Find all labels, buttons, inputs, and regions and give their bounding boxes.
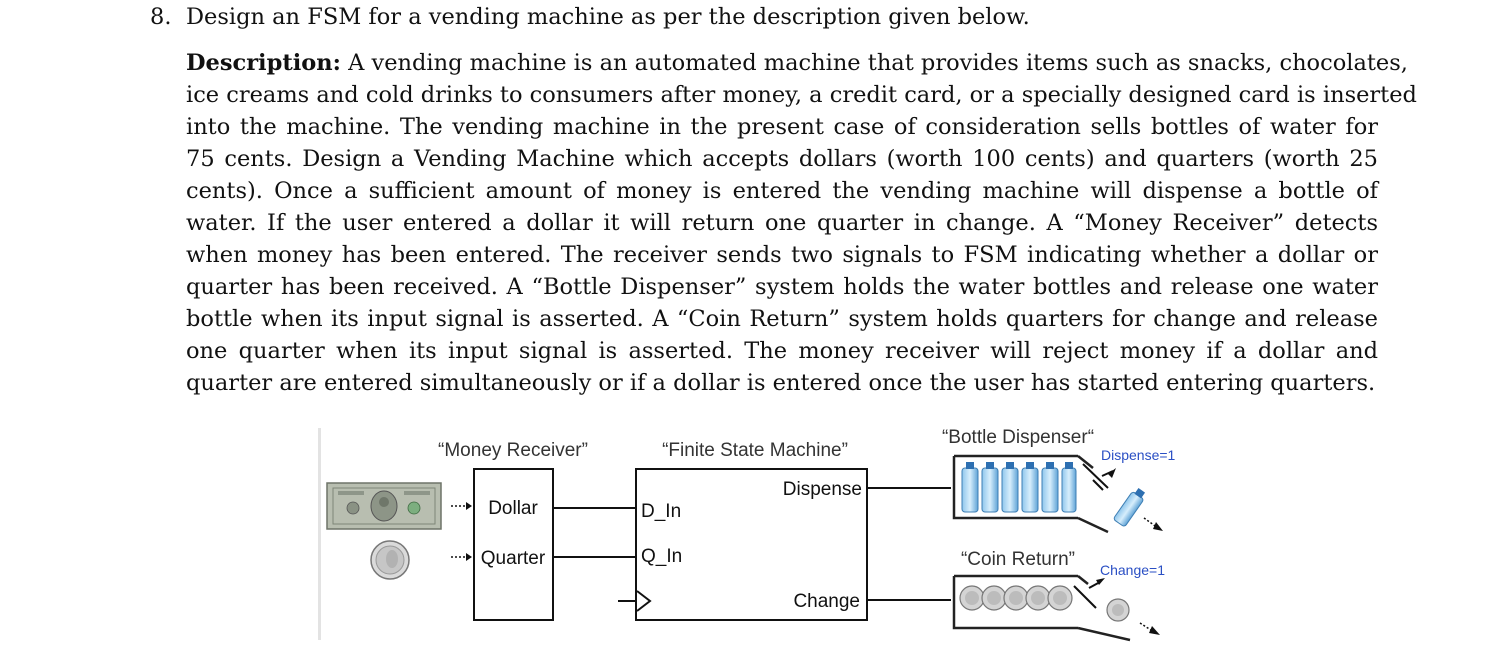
fsm-title: “Finite State Machine” [662, 440, 848, 461]
dollar-label: Dollar [488, 498, 538, 519]
d-in-label: D_In [641, 501, 681, 522]
money-receiver-title: “Money Receiver” [438, 440, 588, 461]
description-paragraph: Description: A vending machine is an aut… [186, 47, 1417, 399]
dispense-signal-label: Dispense=1 [1101, 447, 1176, 463]
stacked-quarters [959, 585, 1073, 611]
description-label: Description: [186, 50, 341, 76]
description-line: quarter are entered simultaneously or if… [186, 370, 1376, 396]
description-line: bottle when its input signal is asserted… [186, 306, 1378, 332]
dispense-label: Dispense [783, 479, 862, 500]
coin-return-icon [952, 574, 1160, 642]
vending-machine-diagram: “Money Receiver” “Finite State Machine” … [318, 418, 1198, 644]
description-line: cents). Once a sufficient amount of mone… [186, 178, 1378, 204]
description-line: Description: A vending machine is an aut… [186, 50, 1408, 76]
water-bottles [961, 462, 1077, 513]
description-line: into the machine. The vending machine in… [186, 114, 1378, 140]
change-label: Change [793, 591, 860, 612]
quarter-input-arrow [451, 553, 472, 561]
question-header: 8. Design an FSM for a vending machine as… [150, 4, 1030, 30]
bottle-dispenser-icon [952, 454, 1163, 534]
description-line: quarter has been received. A “Bottle Dis… [186, 274, 1378, 300]
description-line: one quarter when its input signal is ass… [186, 338, 1378, 364]
dollar-input-arrow [451, 502, 472, 510]
coin-return-title: “Coin Return” [961, 549, 1075, 570]
money-receiver-box [473, 468, 554, 621]
q-in-label: Q_In [641, 546, 682, 567]
change-signal-label: Change=1 [1100, 562, 1165, 578]
question-prompt: Design an FSM for a vending machine as p… [186, 4, 1030, 30]
clock-input-triangle [636, 590, 652, 612]
description-line: water. If the user entered a dollar it w… [186, 210, 1378, 236]
description-line: 75 cents. Design a Vending Machine which… [186, 146, 1378, 172]
description-line: when money has been entered. The receive… [186, 242, 1378, 268]
fsm-box [635, 468, 868, 621]
quarter-coin-icon [370, 540, 410, 580]
description-line: ice creams and cold drinks to consumers … [186, 82, 1417, 108]
question-number: 8. [150, 4, 172, 30]
bottle-dispenser-title: “Bottle Dispenser“ [942, 427, 1094, 448]
dollar-bill-icon [326, 482, 442, 530]
quarter-label: Quarter [481, 548, 546, 569]
